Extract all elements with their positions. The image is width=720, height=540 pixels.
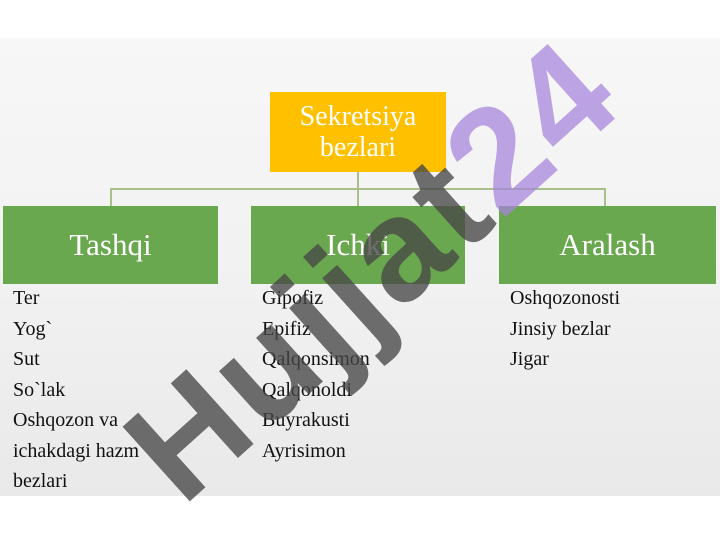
list-item: Jigar bbox=[510, 348, 549, 370]
list-item: So`lak bbox=[13, 378, 66, 401]
root-label-line1: Sekretsiya bbox=[299, 101, 417, 132]
slide: Sekretsiya bezlari Tashqi Ichki Aralash … bbox=[0, 38, 720, 496]
aralash-list: Oshqozonosti Jinsiy bezlar Jigar bbox=[510, 283, 620, 375]
list-item: Oshqozonosti bbox=[510, 287, 620, 309]
ichki-list: Gipofiz Epifiz Qalqonsimon Qalqonoldi Bu… bbox=[262, 283, 370, 466]
list-item: Oshqozon va bbox=[13, 409, 118, 431]
category-label: Aralash bbox=[559, 227, 656, 262]
connector-tashqi bbox=[110, 188, 112, 206]
list-item: Epifiz bbox=[262, 317, 311, 340]
list-item: Qalqonsimon bbox=[262, 348, 370, 370]
list-item: Gipofiz bbox=[262, 287, 324, 309]
tashqi-list: Ter Yog` Sut So`lak Oshqozon va ichakdag… bbox=[13, 283, 139, 497]
connector-aralash bbox=[604, 188, 606, 206]
root-node: Sekretsiya bezlari bbox=[270, 92, 446, 172]
list-item: Ayrisimon bbox=[262, 439, 346, 462]
root-label-line2: bezlari bbox=[319, 132, 397, 163]
list-item: Jinsiy bezlar bbox=[510, 317, 611, 340]
list-item: Ter bbox=[13, 287, 40, 309]
category-label: Ichki bbox=[326, 227, 390, 262]
list-item: Yog` bbox=[13, 317, 53, 340]
category-label: Tashqi bbox=[69, 227, 152, 262]
category-aralash: Aralash bbox=[499, 206, 716, 284]
connector-ichki bbox=[357, 188, 359, 206]
list-item: bezlari bbox=[13, 470, 68, 492]
list-item: Sut bbox=[13, 348, 40, 370]
connector-root-down bbox=[357, 172, 359, 190]
category-tashqi: Tashqi bbox=[3, 206, 218, 284]
list-item: Buyrakusti bbox=[262, 409, 350, 431]
category-ichki: Ichki bbox=[251, 206, 465, 284]
list-item: ichakdagi hazm bbox=[13, 439, 140, 462]
list-item: Qalqonoldi bbox=[262, 378, 352, 401]
